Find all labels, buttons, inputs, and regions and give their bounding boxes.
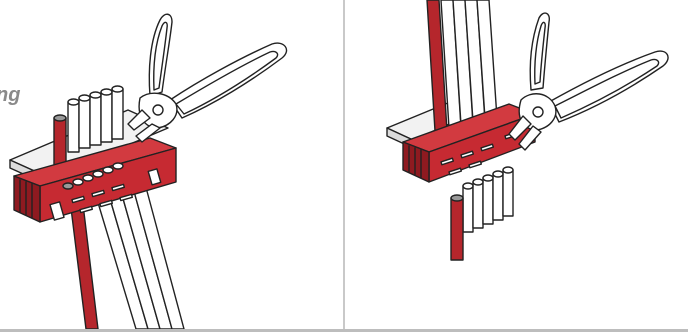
right-illustration-panel [345,0,688,329]
crimping-step-left-diagram [0,0,343,329]
lower-wire-stubs [463,167,513,232]
red-wire-stub [451,195,463,260]
red-ribbon-wire [70,196,98,329]
pliers-icon [128,14,287,142]
pliers-icon [509,13,668,150]
crimping-step-right-diagram [345,0,688,329]
left-illustration-panel: ng [0,0,343,329]
red-wire-stub [54,115,66,168]
